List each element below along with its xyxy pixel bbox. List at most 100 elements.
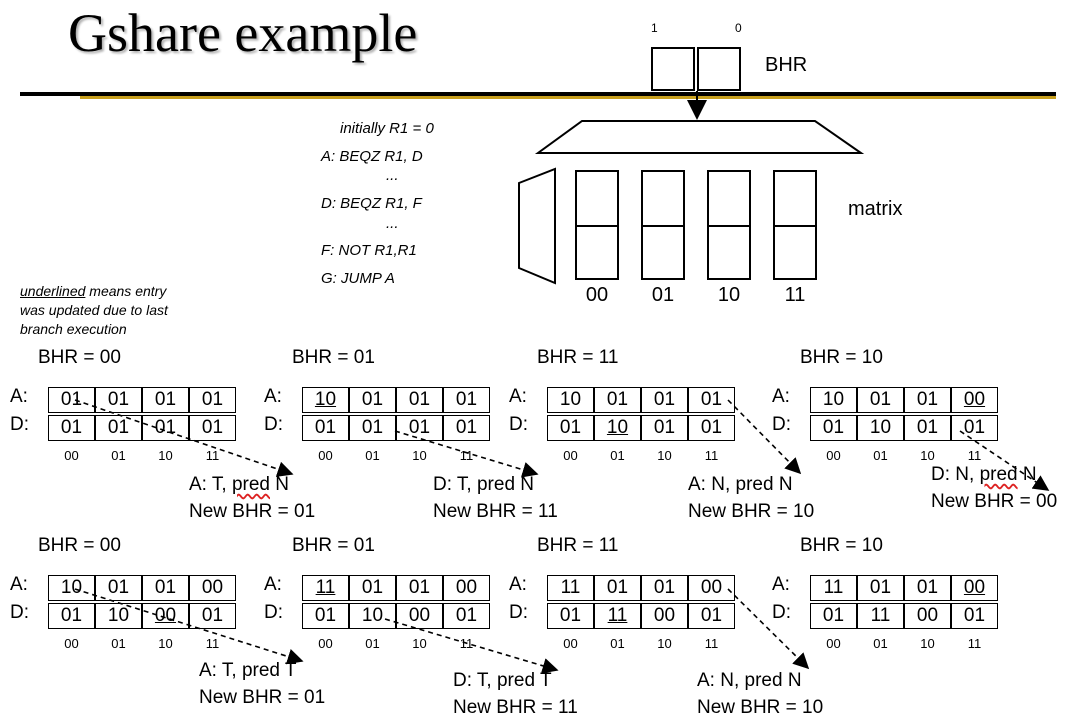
panel-7-index-0: 00 — [826, 636, 841, 651]
panel-7-row-label-d: D: — [772, 602, 791, 623]
panel-4-update-arrow — [74, 588, 304, 665]
panel-2-index-1: 01 — [610, 448, 625, 463]
matrix-col-label-11: 11 — [784, 284, 806, 306]
matrix-col-label-00: 00 — [585, 284, 609, 306]
panel-0-d-cell-3: 01 — [189, 415, 236, 441]
panel-3-bhr-label: BHR = 10 — [800, 347, 883, 368]
panel-7-d-cell-1: 11 — [857, 603, 904, 629]
panel-5-d-cell-1: 10 — [349, 603, 396, 629]
bhr-bit-1-cell — [651, 47, 695, 91]
panel-1-a-cell-0: 10 — [302, 387, 349, 413]
panel-3-row-label-a: A: — [772, 386, 790, 407]
panel-3-d-cell-2: 01 — [904, 415, 951, 441]
underline-note: underlined means entry was updated due t… — [20, 282, 168, 339]
panel-5-bhr-label: BHR = 01 — [292, 535, 375, 556]
panel-4-row-label-d: D: — [10, 602, 29, 623]
matrix-column-01 — [641, 170, 685, 280]
panel-2-result-line-2: New BHR = 10 — [688, 501, 815, 522]
panel-7-d-cell-0: 01 — [810, 603, 857, 629]
panel-0-index-2: 10 — [158, 448, 173, 463]
panel-2-d-cell-0: 01 — [547, 415, 594, 441]
panel-0-row-label-a: A: — [10, 386, 28, 407]
underline-note-keyword: underlined — [20, 283, 86, 299]
matrix-column-divider — [643, 225, 683, 227]
panel-1-index-1: 01 — [365, 448, 380, 463]
panel-2-d-cell-1: 10 — [594, 415, 641, 441]
panel-4-index-3: 11 — [205, 636, 220, 651]
panel-6-result-line-1: A: N, pred N — [697, 670, 802, 691]
code-line-2: D: BEQZ R1, F — [321, 195, 422, 212]
panel-0-a-cell-0: 01 — [48, 387, 95, 413]
panel-7-index-2: 10 — [920, 636, 935, 651]
panel-4-a-cell-1: 01 — [95, 575, 142, 601]
code-line-3: F: NOT R1,R1 — [321, 242, 417, 259]
panel-2-row-label-d: D: — [509, 414, 528, 435]
panel-4-result-line-1: A: T, pred T — [199, 660, 297, 681]
panel-6-a-cell-0: 11 — [547, 575, 594, 601]
panel-7-a-cell-2: 01 — [904, 575, 951, 601]
panel-4-d-cell-2: 00 — [142, 603, 189, 629]
panel-2-row-label-a: A: — [509, 386, 527, 407]
panel-1-a-cell-1: 01 — [349, 387, 396, 413]
panel-7-d-cell-3: 01 — [951, 603, 998, 629]
panel-7-bhr-label: BHR = 10 — [800, 535, 883, 556]
matrix-label: matrix — [848, 198, 903, 220]
panel-4-result-line-2: New BHR = 01 — [199, 687, 326, 708]
panel-7-a-cell-3: 00 — [951, 575, 998, 601]
panel-4-index-1: 01 — [111, 636, 126, 651]
panel-6-a-cell-1: 01 — [594, 575, 641, 601]
panel-3-index-2: 10 — [920, 448, 935, 463]
title-rule-dark — [20, 92, 1056, 96]
panel-0-bhr-label: BHR = 00 — [38, 347, 121, 368]
panel-2-a-cell-2: 01 — [641, 387, 688, 413]
panel-6-result-line-2: New BHR = 10 — [697, 697, 824, 718]
underline-note-text-2: was updated due to last — [20, 302, 168, 318]
matrix-column-00 — [575, 170, 619, 280]
panel-3-a-cell-0: 10 — [810, 387, 857, 413]
panel-6-row-label-a: A: — [509, 574, 527, 595]
panel-2-index-3: 11 — [704, 448, 719, 463]
panel-5-a-cell-1: 01 — [349, 575, 396, 601]
code-init: initially R1 = 0 — [340, 120, 434, 137]
panel-5-a-cell-3: 00 — [443, 575, 490, 601]
panel-4-index-2: 10 — [158, 636, 173, 651]
panel-0-index-0: 00 — [64, 448, 79, 463]
matrix-column-10 — [707, 170, 751, 280]
panel-3-index-0: 00 — [826, 448, 841, 463]
panel-5-a-cell-0: 11 — [302, 575, 349, 601]
code-line-1: A: BEQZ R1, D — [321, 148, 423, 165]
panel-4-a-cell-0: 10 — [48, 575, 95, 601]
bhr-bit-0-cell — [697, 47, 741, 91]
panel-1-index-3: 11 — [459, 448, 474, 463]
panel-3-spellcheck-word: pred — [979, 464, 1018, 485]
panel-6-a-cell-2: 01 — [641, 575, 688, 601]
panel-2-a-cell-0: 10 — [547, 387, 594, 413]
panel-7-a-cell-0: 11 — [810, 575, 857, 601]
bhr-bit-label-0: 0 — [735, 21, 742, 35]
panel-5-d-cell-0: 01 — [302, 603, 349, 629]
panel-4-index-0: 00 — [64, 636, 79, 651]
panel-1-row-label-d: D: — [264, 414, 283, 435]
panel-7-index-3: 11 — [967, 636, 982, 651]
column-decoder-trapezoid — [534, 120, 865, 154]
panel-3-index-1: 01 — [873, 448, 888, 463]
panel-0-index-1: 01 — [111, 448, 126, 463]
panel-0-spellcheck-word: pred — [231, 474, 270, 495]
panel-6-d-cell-3: 01 — [688, 603, 735, 629]
panel-1-d-cell-1: 01 — [349, 415, 396, 441]
panel-5-index-1: 01 — [365, 636, 380, 651]
panel-7-a-cell-1: 01 — [857, 575, 904, 601]
panel-2-d-cell-2: 01 — [641, 415, 688, 441]
panel-2-index-2: 10 — [657, 448, 672, 463]
panel-1-d-cell-3: 01 — [443, 415, 490, 441]
panel-7-d-cell-2: 00 — [904, 603, 951, 629]
panel-1-a-cell-3: 01 — [443, 387, 490, 413]
panel-6-d-cell-2: 00 — [641, 603, 688, 629]
panel-5-result-line-1: D: T, pred T — [453, 670, 552, 691]
panel-2-bhr-label: BHR = 11 — [537, 347, 619, 368]
panel-3-row-label-d: D: — [772, 414, 791, 435]
